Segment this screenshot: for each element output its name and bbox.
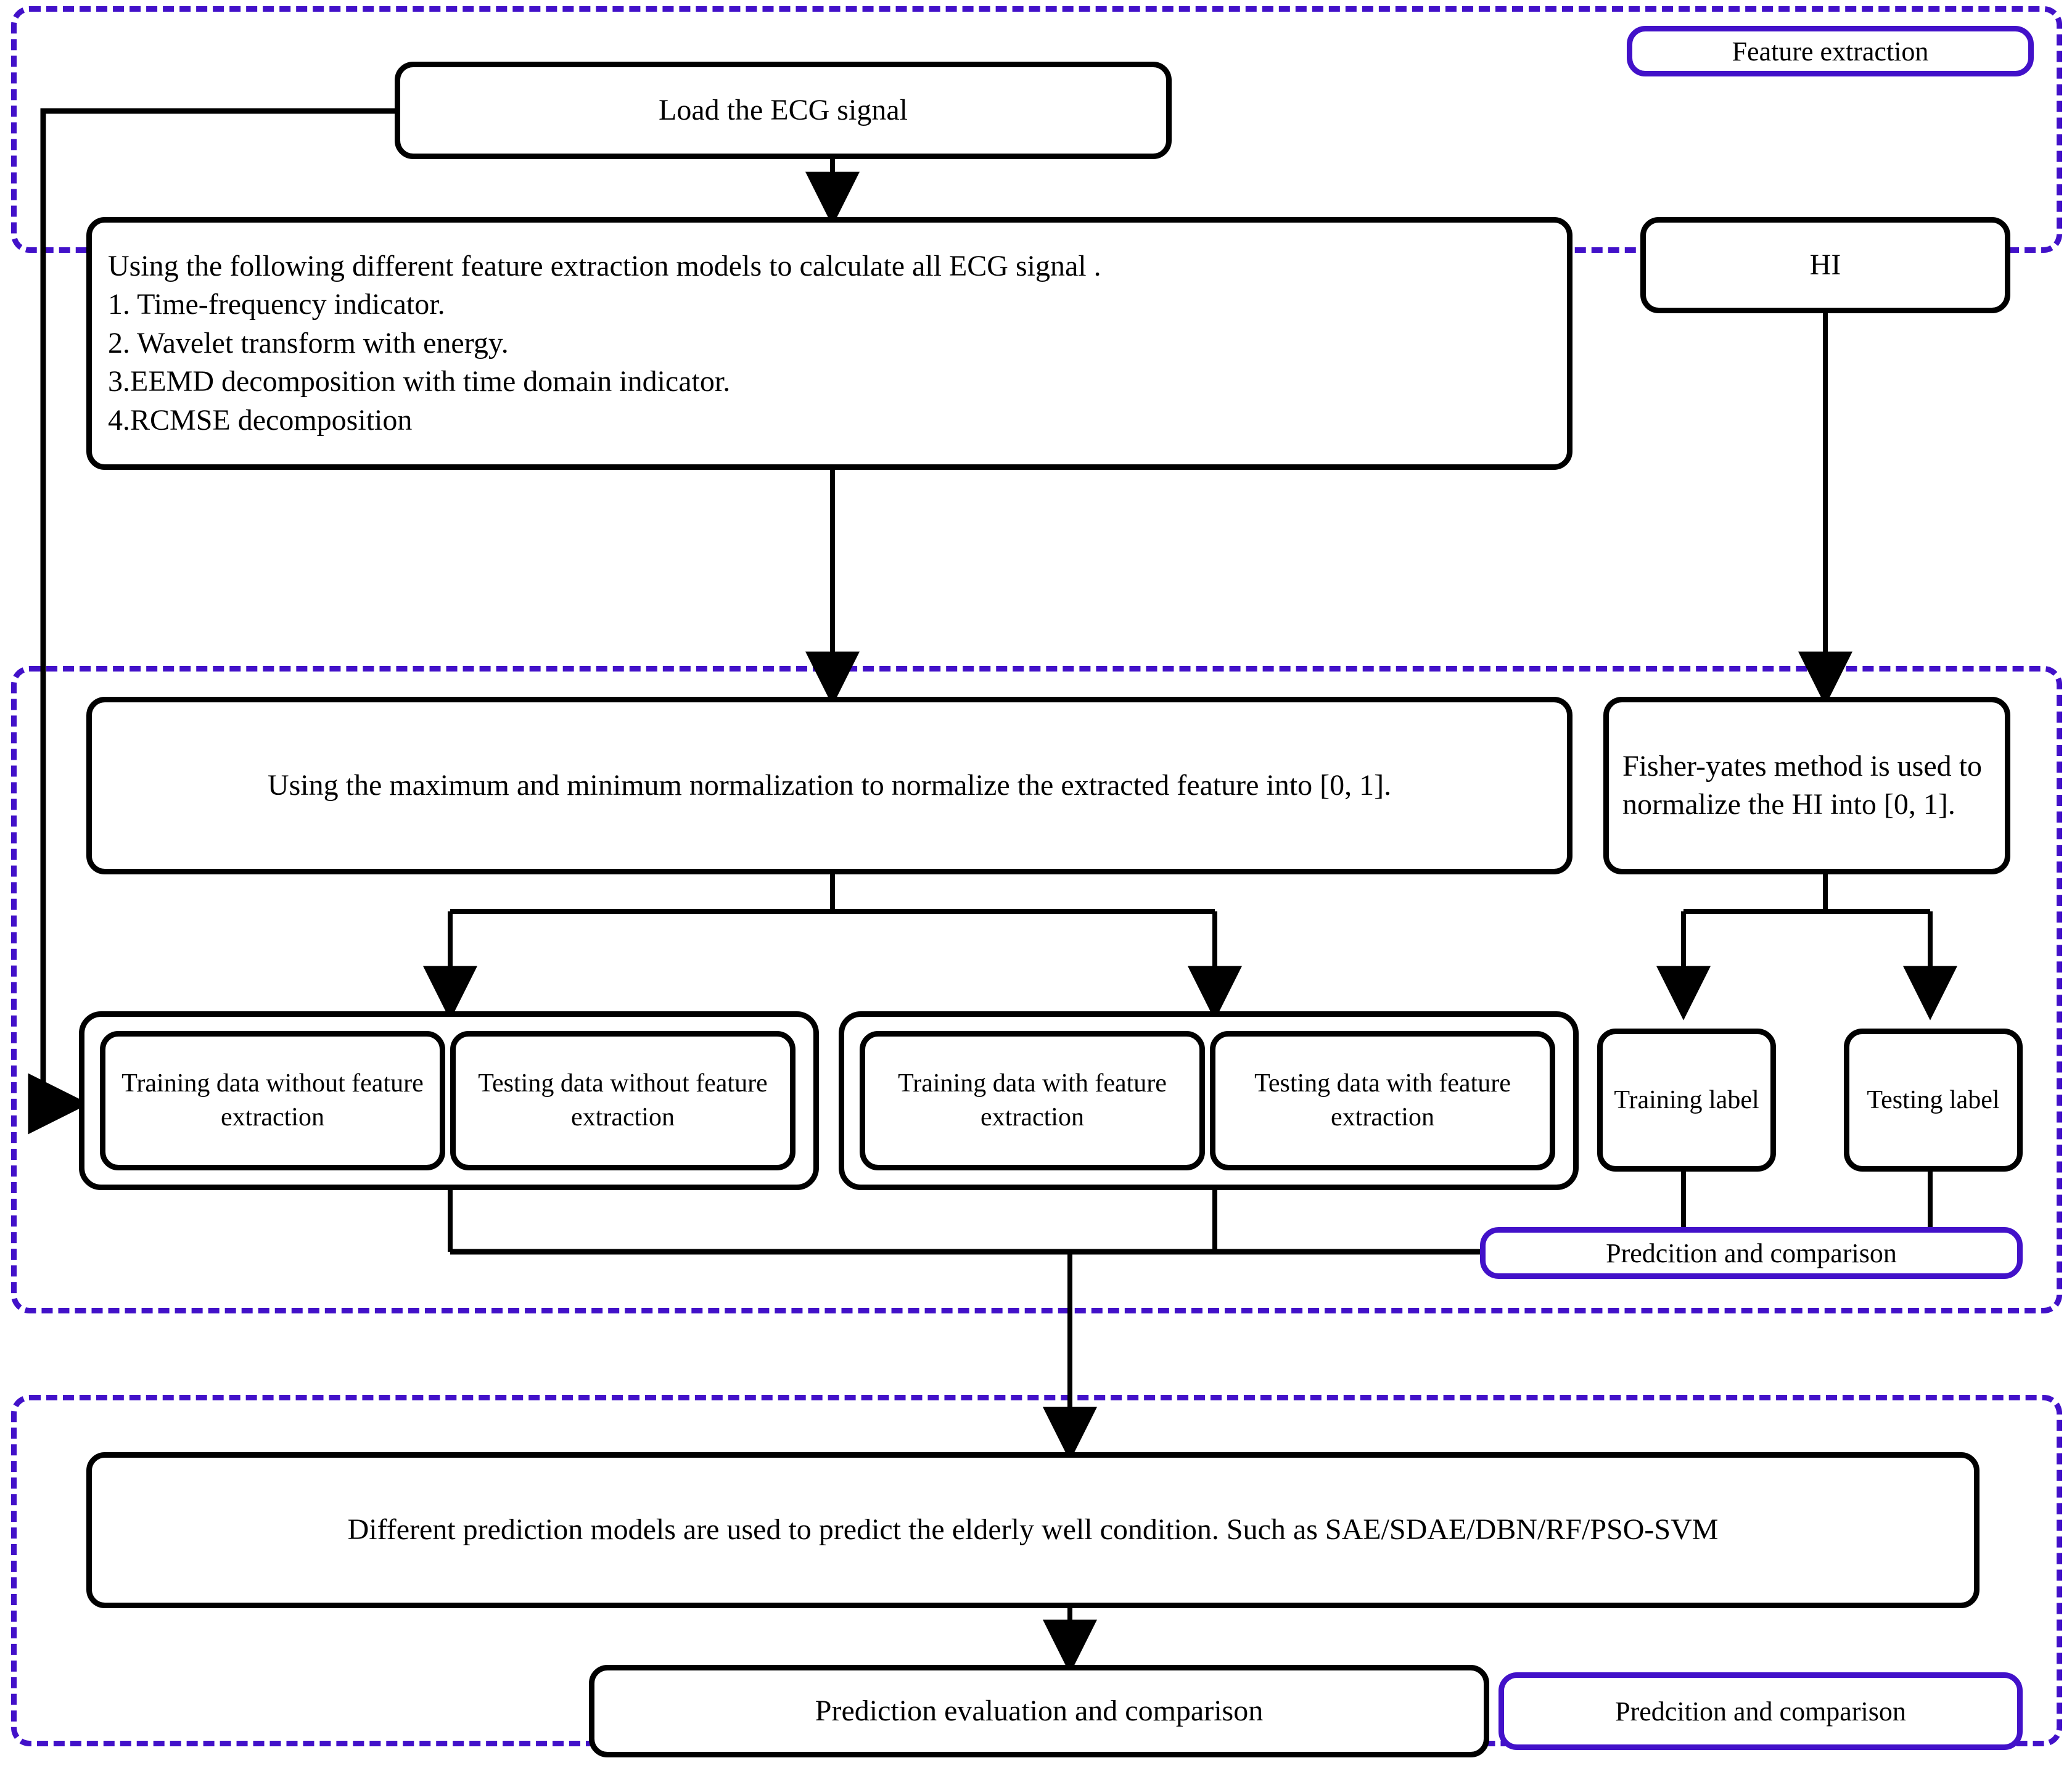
node-training-data-without-fe-label: Training data without feature extraction: [121, 1069, 424, 1132]
feature-model-item-3: 3.EEMD decomposition with time domain in…: [108, 365, 731, 398]
node-fisher-yates-normalization[interactable]: Fisher-yates method is used to normalize…: [1603, 697, 2010, 874]
node-training-label[interactable]: Training label: [1597, 1029, 1776, 1172]
node-prediction-models[interactable]: Different prediction models are used to …: [86, 1452, 1980, 1608]
node-testing-data-with-fe-label: Testing data with feature extraction: [1254, 1069, 1511, 1132]
node-training-label-text: Training label: [1614, 1085, 1759, 1114]
feature-model-item-1: 1. Time-frequency indicator.: [108, 288, 445, 321]
node-training-data-without-fe[interactable]: Training data without feature extraction: [100, 1031, 445, 1170]
node-minmax-normalization-label: Using the maximum and minimum normalizat…: [267, 768, 1392, 802]
node-prediction-models-label: Different prediction models are used to …: [347, 1513, 1719, 1547]
node-training-data-with-fe[interactable]: Training data with feature extraction: [860, 1031, 1205, 1170]
node-training-data-with-fe-label: Training data with feature extraction: [898, 1069, 1167, 1132]
arrow-feedback-raw-signal: [28, 108, 395, 1135]
zone-tag-prediction-bottom-label: Predcition and comparison: [1615, 1696, 1906, 1727]
node-prediction-evaluation-label: Prediction evaluation and comparison: [815, 1694, 1264, 1727]
feature-models-intro: Using the following different feature ex…: [108, 250, 1101, 283]
zone-tag-feature-extraction-label: Feature extraction: [1732, 36, 1929, 67]
node-testing-data-without-fe-label: Testing data without feature extraction: [478, 1069, 768, 1132]
node-hi-label: HI: [1809, 248, 1841, 281]
node-feature-extraction-models[interactable]: Using the following different feature ex…: [86, 217, 1572, 470]
node-testing-data-without-fe[interactable]: Testing data without feature extraction: [450, 1031, 796, 1170]
feature-models-list: 1. Time-frequency indicator. 2. Wavelet …: [108, 286, 1551, 440]
node-load-ecg-signal-label: Load the ECG signal: [659, 93, 908, 126]
feature-model-item-2: 2. Wavelet transform with energy.: [108, 326, 509, 359]
node-prediction-evaluation[interactable]: Prediction evaluation and comparison: [589, 1665, 1489, 1757]
zone-tag-prediction-middle: Predcition and comparison: [1480, 1227, 2023, 1279]
node-testing-label[interactable]: Testing label: [1844, 1029, 2023, 1172]
node-fisher-yates-label: Fisher-yates method is used to normalize…: [1622, 749, 1982, 821]
feature-model-item-4: 4.RCMSE decomposition: [108, 403, 413, 437]
zone-tag-prediction-middle-label: Predcition and comparison: [1606, 1238, 1897, 1268]
node-load-ecg-signal[interactable]: Load the ECG signal: [395, 62, 1172, 159]
zone-tag-feature-extraction: Feature extraction: [1627, 26, 2034, 76]
node-minmax-normalization[interactable]: Using the maximum and minimum normalizat…: [86, 697, 1572, 874]
node-testing-data-with-fe[interactable]: Testing data with feature extraction: [1210, 1031, 1555, 1170]
node-hi[interactable]: HI: [1640, 217, 2010, 313]
node-testing-label-text: Testing label: [1867, 1085, 2000, 1114]
zone-tag-prediction-bottom: Predcition and comparison: [1498, 1672, 2023, 1750]
